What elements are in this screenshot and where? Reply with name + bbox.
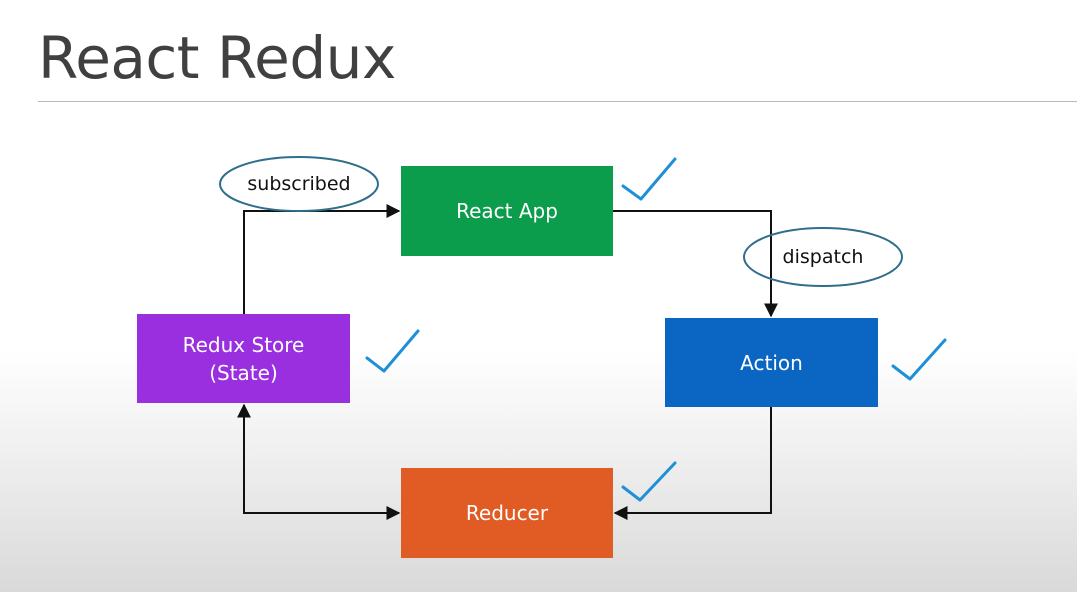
check-icon [621, 157, 677, 201]
dispatch-ellipse [743, 227, 903, 287]
slide-title: React Redux [38, 24, 396, 92]
check-icon [891, 338, 947, 381]
arrow-react-app-to-action [613, 210, 778, 318]
react-app-box: React App [401, 166, 613, 256]
action-box: Action [665, 318, 878, 407]
arrow-store-to-react-app [243, 204, 401, 314]
arrow-action-to-reducer [613, 407, 772, 520]
check-icon [365, 329, 420, 373]
dispatch-label: dispatch [782, 246, 864, 268]
redux-store-box: Redux Store (State) [137, 314, 350, 403]
subscribed-ellipse [219, 156, 379, 212]
check-icon [621, 461, 677, 502]
subscribed-label: subscribed [247, 173, 351, 195]
reducer-box: Reducer [401, 468, 613, 558]
arrow-reducer-store [237, 403, 401, 520]
title-divider [38, 101, 1077, 102]
